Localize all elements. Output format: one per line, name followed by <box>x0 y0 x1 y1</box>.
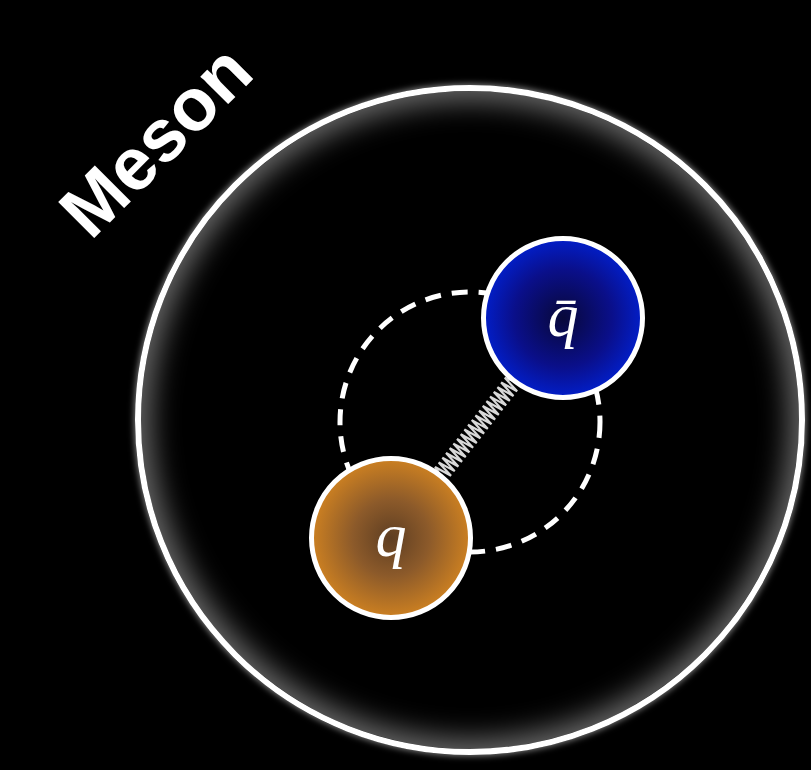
meson-circle: Mesonqq̄ <box>135 85 805 755</box>
antiquark-circle: q̄ <box>481 236 645 400</box>
quark-circle: q <box>309 456 473 620</box>
quark-label: q <box>376 504 407 566</box>
spring-connector <box>435 378 517 476</box>
quark-label: q̄ <box>548 284 579 346</box>
diagram-title: Meson <box>47 32 265 250</box>
